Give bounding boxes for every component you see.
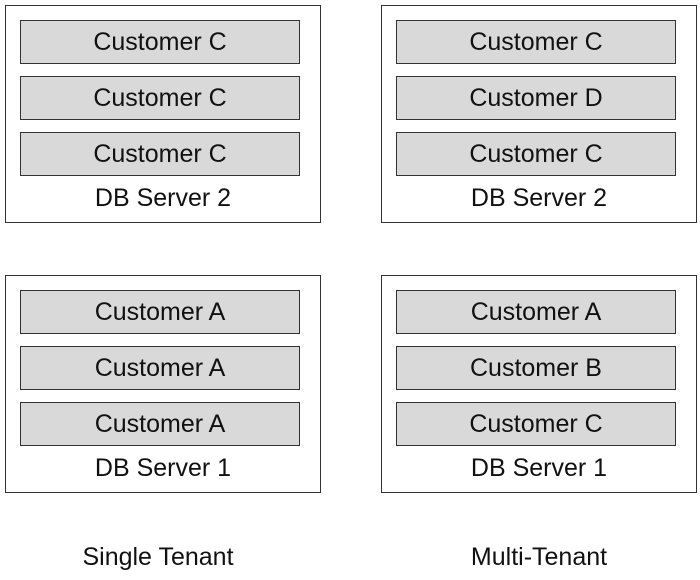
customer-box: Customer C (20, 132, 300, 176)
customer-box: Customer D (396, 76, 676, 120)
customer-box: Customer A (20, 402, 300, 446)
server-label: DB Server 1 (94, 454, 232, 482)
single-tenant-db-server-1: Customer A Customer A Customer A DB Serv… (5, 275, 321, 493)
multi-tenant-db-server-1: Customer A Customer B Customer C DB Serv… (381, 275, 697, 493)
server-label: DB Server 2 (94, 184, 232, 212)
customer-box: Customer C (396, 402, 676, 446)
customer-box: Customer C (20, 76, 300, 120)
single-tenant-db-server-2: Customer C Customer C Customer C DB Serv… (5, 5, 321, 223)
customer-box: Customer C (396, 132, 676, 176)
server-label: DB Server 1 (470, 454, 608, 482)
customer-box: Customer A (396, 290, 676, 334)
customer-box: Customer A (20, 346, 300, 390)
server-label: DB Server 2 (470, 184, 608, 212)
multi-tenant-label: Multi-Tenant (470, 543, 608, 571)
customer-box: Customer B (396, 346, 676, 390)
single-tenant-label: Single Tenant (82, 543, 234, 571)
customer-box: Customer A (20, 290, 300, 334)
customer-box: Customer C (20, 20, 300, 64)
multi-tenant-db-server-2: Customer C Customer D Customer C DB Serv… (381, 5, 697, 223)
customer-box: Customer C (396, 20, 676, 64)
